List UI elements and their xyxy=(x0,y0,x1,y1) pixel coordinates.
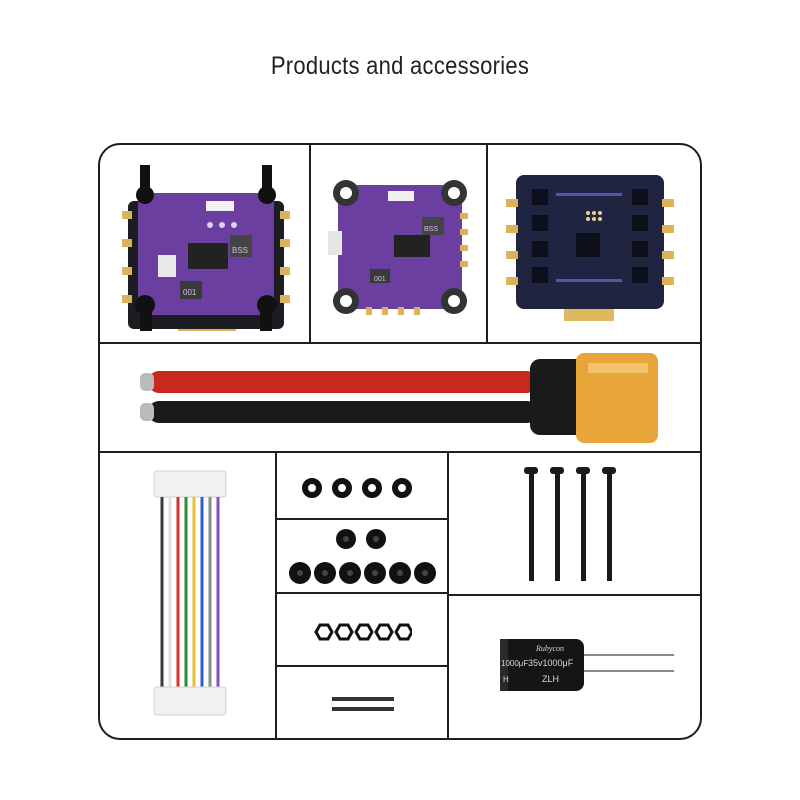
standoffs-image xyxy=(332,697,394,711)
capacitor-rating: 35v1000μF xyxy=(528,658,574,668)
grid-lines xyxy=(100,145,700,738)
capacitor-series-left: H xyxy=(503,675,509,684)
fc-label-2: BSS xyxy=(424,226,438,233)
capacitor-series: ZLH xyxy=(542,674,559,684)
capacitor-rating-left: 1000μF xyxy=(501,659,528,668)
grommets-image xyxy=(289,529,436,584)
screws-image xyxy=(524,467,616,581)
capacitor-image: Rubycon 35v1000μF ZLH 1000μF H xyxy=(500,639,674,691)
esc-board-image xyxy=(506,175,674,321)
stack-label-2: BSS xyxy=(232,246,248,255)
capacitor-brand: Rubycon xyxy=(535,644,564,653)
hex-nuts-image xyxy=(314,623,412,641)
flight-controller-board-image: 001 BSS xyxy=(328,180,468,315)
fc-label-1: 001 xyxy=(374,276,386,283)
connector-cable-image xyxy=(153,470,227,716)
flight-controller-stack-image: 001 BSS xyxy=(122,165,290,331)
page-title: Products and accessories xyxy=(270,52,530,80)
o-rings-image xyxy=(302,478,412,498)
stack-label-1: 001 xyxy=(183,288,197,297)
accessories-frame: 001 BSS 001 BSS xyxy=(98,143,702,740)
power-cable-image xyxy=(140,353,658,443)
